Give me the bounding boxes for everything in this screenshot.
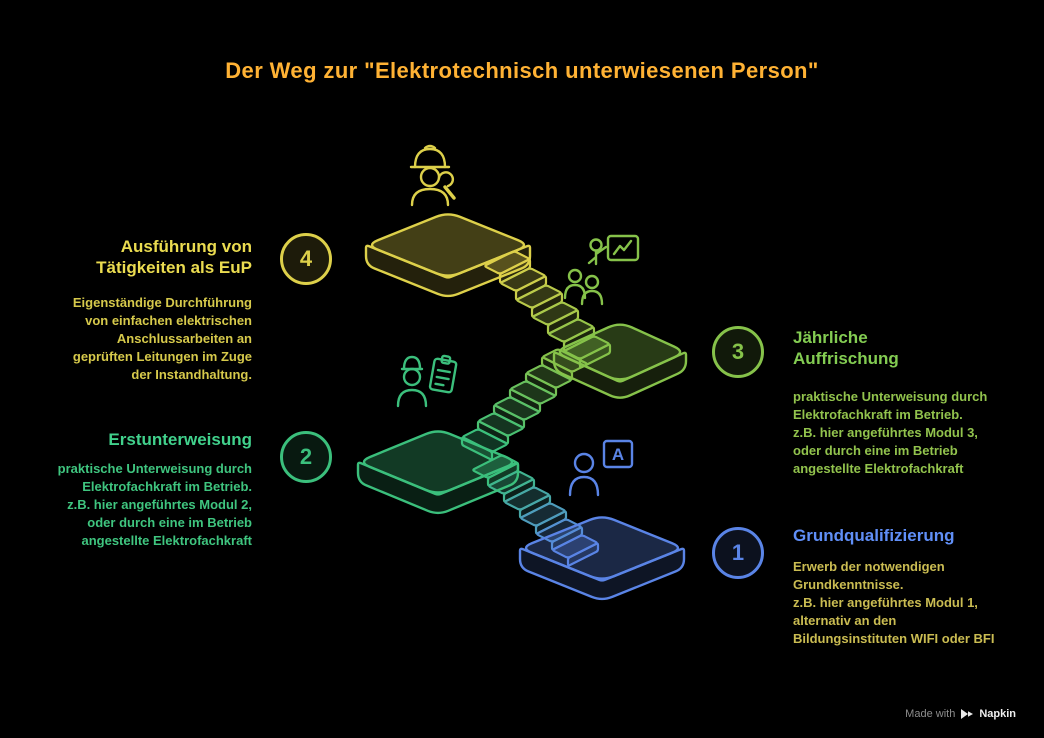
- page-title: Der Weg zur "Elektrotechnisch unterwiese…: [225, 58, 819, 83]
- step-1-heading: Grundqualifizierung: [793, 526, 955, 545]
- step-3-number-badge: 3: [712, 326, 764, 378]
- step-4-number: 4: [299, 246, 313, 271]
- made-with-label: Made with: [905, 708, 956, 720]
- step-2-number: 2: [299, 444, 313, 469]
- person-clipboard-icon: [390, 346, 466, 431]
- step-3-heading: Jährliche Auffrischung: [793, 328, 899, 369]
- step-1-number: 1: [731, 540, 745, 565]
- svg-text:A: A: [612, 445, 624, 464]
- step-2-heading: Erstunterweisung: [108, 430, 252, 449]
- napkin-logo-icon: [961, 709, 974, 719]
- worker-wrench-icon: [388, 134, 472, 223]
- step-1-description: Erwerb der notwendigen Grundkenntnisse. …: [793, 559, 995, 646]
- step-4-heading: Ausführung von Tätigkeiten als EuP: [96, 237, 252, 278]
- step-1-number-badge: 1: [712, 527, 764, 579]
- staircase-graphic: [356, 213, 688, 601]
- napkin-brand-label: Napkin: [979, 708, 1016, 720]
- step-3-number: 3: [731, 339, 745, 364]
- napkin-watermark: Made with Napkin: [905, 708, 1016, 720]
- presentation-audience-icon: [562, 230, 646, 313]
- step-2-description: praktische Unterweisung durch Elektrofac…: [57, 461, 252, 548]
- step-4-description: Eigenständige Durchführung von einfachen…: [72, 295, 252, 382]
- person-letter-a-icon: A: [564, 430, 640, 511]
- step-3-description: praktische Unterweisung durch Elektrofac…: [793, 389, 988, 476]
- step-4-number-badge: 4: [280, 233, 332, 285]
- step-2-number-badge: 2: [280, 431, 332, 483]
